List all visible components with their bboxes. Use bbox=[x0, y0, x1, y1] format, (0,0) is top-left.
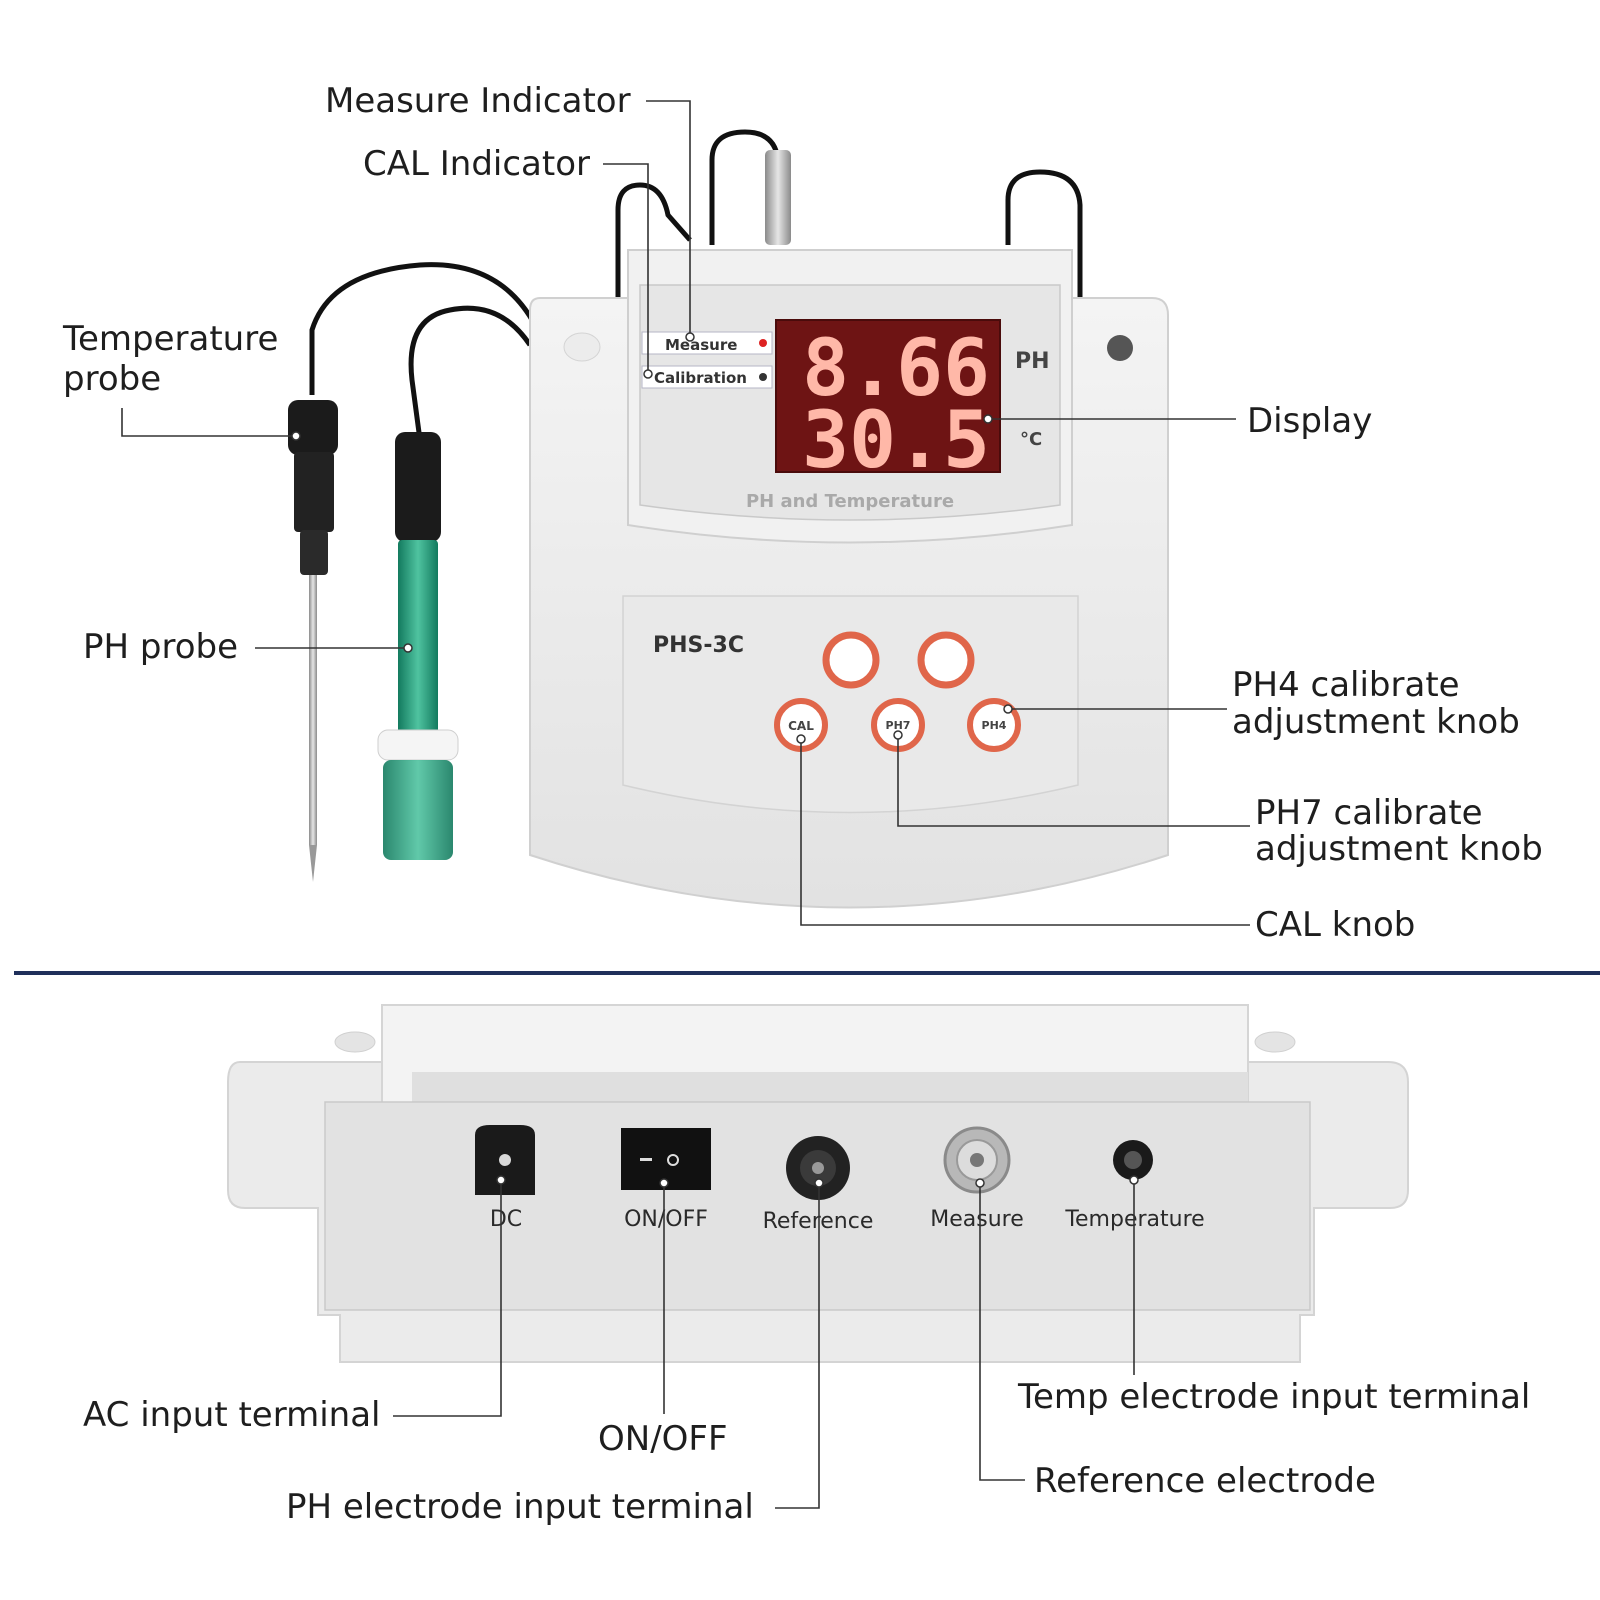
calibration-led bbox=[759, 373, 767, 381]
ph-electrode-input-callout: PH electrode input terminal bbox=[286, 1487, 754, 1527]
ac-input-callout: AC input terminal bbox=[83, 1395, 381, 1435]
reference-electrode-callout: Reference electrode bbox=[1034, 1461, 1376, 1501]
meter-back: DC ON/OFF Reference Measure Temperature bbox=[227, 1004, 1409, 1363]
ph7-knob-label: PH7 bbox=[886, 719, 911, 732]
dc-port-label: DC bbox=[490, 1207, 522, 1232]
mount-hole-right bbox=[1107, 335, 1133, 361]
bottom-callouts: AC input terminal ON/OFF PH electrode in… bbox=[83, 1175, 1530, 1527]
ph7-callout-1: PH7 calibrate bbox=[1255, 793, 1483, 833]
measure-indicator-label: Measure bbox=[665, 336, 737, 354]
measure-bnc-connector[interactable] bbox=[943, 1126, 1011, 1194]
back-panel-face bbox=[324, 1101, 1311, 1311]
knob-blank-2[interactable] bbox=[917, 631, 975, 689]
temperature-probe-callout-2: probe bbox=[63, 359, 161, 399]
ph4-callout-2: adjustment knob bbox=[1232, 702, 1520, 742]
mount-hole-left bbox=[563, 332, 601, 362]
measure-strip bbox=[641, 331, 773, 355]
knob-blank-1[interactable] bbox=[822, 631, 880, 689]
cal-knob[interactable]: CAL bbox=[774, 698, 828, 752]
measure-port-label: Measure bbox=[930, 1207, 1024, 1232]
panel-caption: PH and Temperature bbox=[746, 491, 954, 512]
ph-probe-cable bbox=[408, 305, 533, 441]
dc-jack[interactable] bbox=[475, 1125, 535, 1195]
measure-led bbox=[759, 339, 767, 347]
temp-probe-cable bbox=[309, 262, 538, 395]
ph-probe-callout: PH probe bbox=[83, 627, 238, 667]
temperature-probe-callout-1: Temperature bbox=[62, 319, 278, 359]
bnc-connector-top bbox=[765, 150, 791, 245]
on-off-callout: ON/OFF bbox=[598, 1419, 728, 1459]
temperature-jack[interactable] bbox=[1113, 1140, 1153, 1180]
cal-knob-callout: CAL knob bbox=[1255, 905, 1415, 945]
back-top-channel bbox=[412, 1072, 1248, 1102]
measure-cable bbox=[615, 182, 692, 300]
temp-unit: °C bbox=[1020, 429, 1042, 450]
ph4-callout-1: PH4 calibrate bbox=[1232, 665, 1460, 705]
temp-electrode-input-callout: Temp electrode input terminal bbox=[1017, 1377, 1530, 1417]
ph4-knob-label: PH4 bbox=[982, 719, 1007, 732]
meter-front: Measure Calibration 8.66 30.5 PH °C PH a… bbox=[288, 129, 1169, 909]
temp-cable bbox=[1005, 169, 1083, 300]
on-off-port-label: ON/OFF bbox=[624, 1207, 708, 1232]
temperature-probe bbox=[288, 400, 338, 882]
measure-indicator-callout: Measure Indicator bbox=[325, 81, 631, 121]
back-hole-left bbox=[334, 1031, 376, 1053]
temp-reading: 30.5 bbox=[802, 396, 990, 486]
cal-knob-label: CAL bbox=[788, 719, 814, 733]
cal-indicator-callout: CAL Indicator bbox=[363, 144, 590, 184]
ph-unit: PH bbox=[1015, 349, 1050, 374]
calibration-indicator-label: Calibration bbox=[654, 369, 747, 387]
reference-connector[interactable] bbox=[786, 1136, 850, 1200]
model-name: PHS-3C bbox=[653, 633, 744, 658]
ph-probe bbox=[377, 432, 459, 860]
display-callout: Display bbox=[1247, 401, 1372, 441]
reference-cable bbox=[709, 129, 781, 245]
reference-port-label: Reference bbox=[763, 1209, 874, 1234]
back-hole-right bbox=[1254, 1031, 1296, 1053]
calibration-strip bbox=[641, 365, 773, 389]
ph-reading: 8.66 bbox=[802, 324, 990, 414]
ph7-callout-2: adjustment knob bbox=[1255, 829, 1543, 869]
led-display bbox=[775, 319, 1001, 473]
top-callouts: Measure Indicator CAL Indicator Temperat… bbox=[62, 81, 1543, 945]
